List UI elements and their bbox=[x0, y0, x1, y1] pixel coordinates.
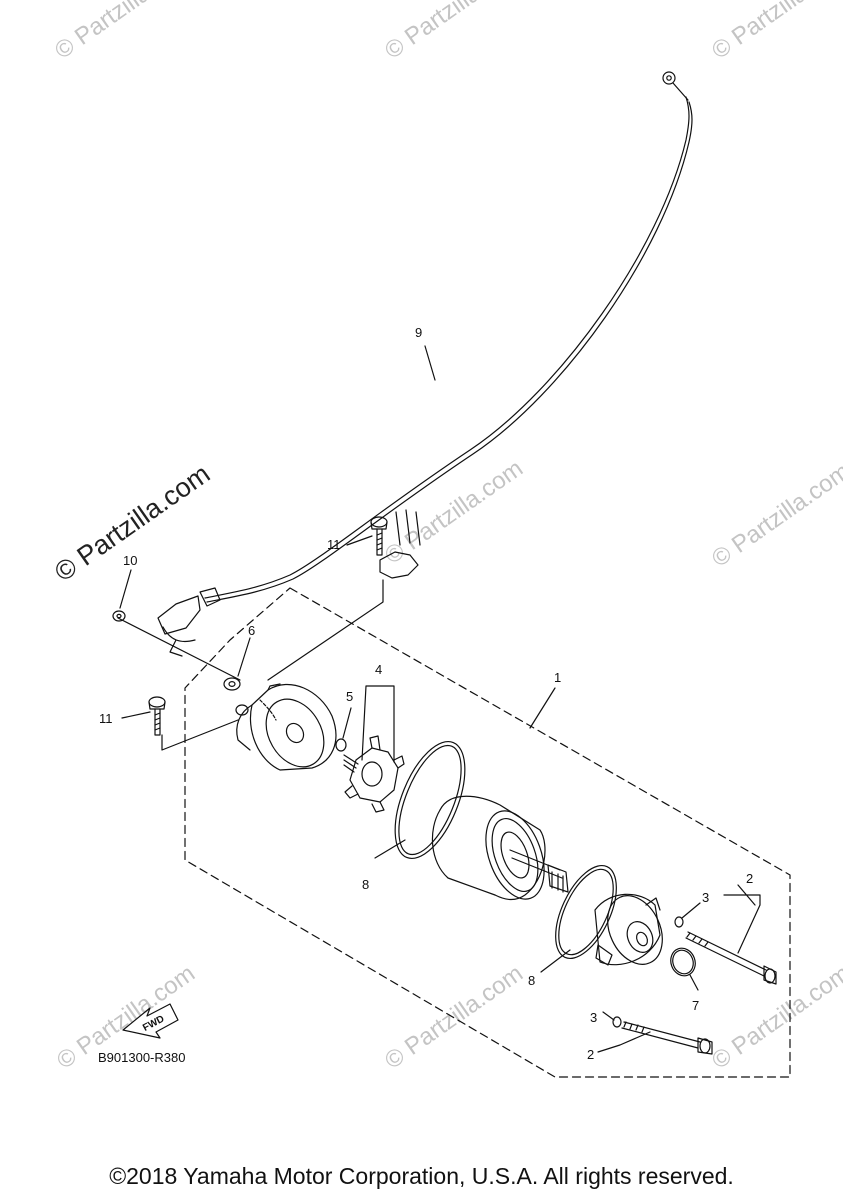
gasket-8-right bbox=[555, 864, 617, 960]
leader-3-lower bbox=[602, 1011, 615, 1021]
callout-2: 2 bbox=[587, 1047, 595, 1062]
starter-cable bbox=[157, 71, 693, 657]
fwd-arrow-icon bbox=[122, 1003, 179, 1039]
leader-chain bbox=[267, 579, 384, 681]
callout-9: 9 bbox=[415, 325, 423, 340]
callout-2: 2 bbox=[746, 871, 754, 886]
leader-chain bbox=[161, 719, 239, 751]
washer-3-upper bbox=[674, 916, 684, 928]
assembly-boundary bbox=[184, 587, 791, 1078]
nut-10 bbox=[112, 610, 126, 622]
leader-8-left bbox=[374, 839, 406, 859]
leader-9 bbox=[424, 345, 436, 381]
callout-4: 4 bbox=[375, 662, 383, 677]
front-cover bbox=[594, 893, 663, 966]
bolt-11-top bbox=[370, 516, 388, 556]
washer-6 bbox=[223, 677, 241, 691]
leader-chain bbox=[117, 617, 241, 681]
leader-3-upper bbox=[681, 902, 701, 919]
leader-7 bbox=[689, 974, 699, 991]
leader-11-left bbox=[121, 711, 151, 719]
callout-3: 3 bbox=[590, 1010, 598, 1025]
callout-7: 7 bbox=[692, 998, 700, 1013]
copyright-notice: ©2018 Yamaha Motor Corporation, U.S.A. A… bbox=[109, 1163, 734, 1189]
callout-1: 1 bbox=[554, 670, 562, 685]
fwd-label: FWD bbox=[141, 1014, 166, 1034]
leader-2-upper bbox=[723, 884, 761, 954]
leader-10 bbox=[119, 569, 132, 609]
leader-1 bbox=[529, 687, 556, 729]
wire-clamp bbox=[379, 509, 421, 579]
brush-holder bbox=[343, 735, 405, 813]
gasket-8-left bbox=[394, 740, 466, 860]
leader-8-right bbox=[540, 949, 571, 973]
callout-6: 6 bbox=[248, 623, 256, 638]
leader-6 bbox=[237, 637, 251, 677]
leader-2-lower bbox=[597, 1031, 651, 1053]
leader-4 bbox=[361, 685, 395, 763]
callout-11: 11 bbox=[327, 537, 341, 552]
leader-5 bbox=[342, 707, 352, 739]
diagram-code: B901300-R380 bbox=[98, 1050, 186, 1065]
callout-5: 5 bbox=[346, 689, 354, 704]
rear-cover bbox=[235, 683, 337, 771]
bolt-11-left bbox=[148, 696, 166, 736]
o-ring-5 bbox=[335, 738, 347, 752]
motor-yoke bbox=[431, 795, 569, 901]
callout-3: 3 bbox=[702, 890, 710, 905]
callout-11: 11 bbox=[99, 711, 113, 726]
callout-8: 8 bbox=[528, 973, 536, 988]
o-ring-7 bbox=[670, 947, 696, 977]
through-bolt-2-upper bbox=[685, 931, 777, 985]
leader-11-top bbox=[346, 535, 373, 546]
through-bolt-2-lower bbox=[621, 1021, 713, 1055]
callout-10: 10 bbox=[123, 553, 138, 568]
callout-8: 8 bbox=[362, 877, 370, 892]
washer-3-lower bbox=[612, 1016, 622, 1028]
